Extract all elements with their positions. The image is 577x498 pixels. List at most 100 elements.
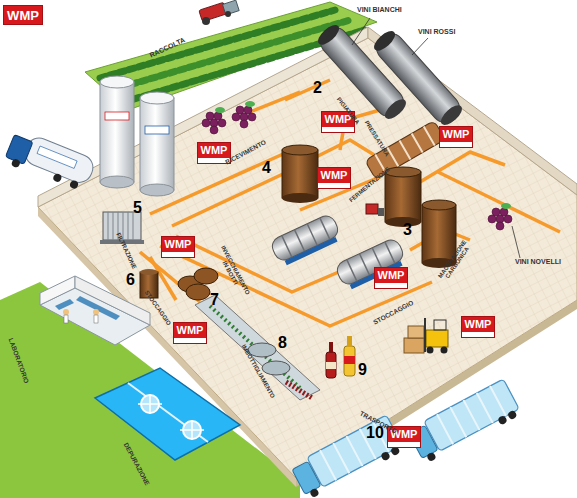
tanker-truck <box>5 135 33 165</box>
delivery-truck <box>497 415 508 426</box>
wine-bottle <box>347 336 352 347</box>
tanker-truck <box>37 146 77 168</box>
wine-tank <box>385 167 421 177</box>
callout-number: 9 <box>358 362 367 379</box>
wall <box>38 27 368 207</box>
press <box>382 96 409 122</box>
silo <box>100 176 134 188</box>
laboratory <box>64 315 68 323</box>
tanker-truck <box>52 173 62 183</box>
press <box>315 22 342 48</box>
delivery-truck <box>424 379 519 451</box>
leader-line <box>352 18 370 45</box>
wine-tank <box>282 145 318 155</box>
delivery-truck <box>407 379 522 465</box>
badge-text: WMP <box>378 270 405 281</box>
forklift <box>404 338 424 353</box>
purification-pool <box>95 368 240 460</box>
bottling-line <box>210 306 300 388</box>
callout-number: 7 <box>210 292 219 309</box>
silo <box>140 92 174 104</box>
badge-text: WMP <box>177 325 204 336</box>
tanker-truck <box>11 158 21 168</box>
wine-type-label: VINI NOVELLI <box>515 258 561 265</box>
wmp-badge: WMP <box>375 268 407 288</box>
silo <box>145 126 169 134</box>
delivery-truck <box>426 451 437 462</box>
delivery-truck <box>507 410 518 421</box>
wmp-badge: WMP <box>162 237 194 257</box>
leader-line <box>412 38 428 55</box>
silo <box>100 82 134 182</box>
grape-cluster <box>202 119 210 127</box>
laboratory <box>75 276 150 325</box>
rotary-fermenter <box>269 213 408 292</box>
press <box>371 28 465 128</box>
delivery-truck <box>309 487 320 498</box>
grape-cluster <box>214 112 222 120</box>
forklift <box>408 326 424 338</box>
grape-cluster <box>248 113 256 121</box>
process-pipe <box>420 152 505 182</box>
tanker-truck <box>3 128 97 195</box>
wine-tank <box>385 172 421 222</box>
delivery-truck <box>437 386 506 444</box>
grape-cluster <box>210 126 218 134</box>
brand-logo: WMP <box>4 6 42 24</box>
tractor <box>202 17 210 25</box>
control-unit <box>378 208 384 216</box>
badge-text: WMP <box>465 319 492 330</box>
floor <box>38 38 577 487</box>
tractor <box>199 0 239 25</box>
laboratory <box>94 315 98 323</box>
forklift <box>424 318 426 352</box>
control-unit <box>366 204 384 216</box>
grape-cluster <box>504 215 512 223</box>
barrel <box>194 268 218 284</box>
destemmer-drum <box>365 120 445 179</box>
delivery-truck <box>290 379 522 498</box>
callout-number: 5 <box>133 200 142 217</box>
purification-pool <box>95 368 240 460</box>
grape-cluster <box>488 215 496 223</box>
tanker-truck <box>21 134 96 186</box>
barrel <box>186 284 210 300</box>
rotary-fermenter <box>269 213 343 268</box>
tanker-truck <box>69 179 79 189</box>
purification-pool <box>128 383 208 442</box>
delivery-truck <box>380 451 391 462</box>
grape-leaf <box>215 107 225 113</box>
grape-cluster <box>218 119 226 127</box>
grape-cluster <box>232 113 240 121</box>
forklift <box>426 330 448 347</box>
control-unit <box>366 204 378 214</box>
forklift <box>441 347 448 354</box>
floor <box>38 38 577 478</box>
callout-number: 2 <box>313 80 322 97</box>
tractor <box>225 11 231 17</box>
grape-cluster <box>500 208 508 216</box>
process-pipe <box>176 236 362 292</box>
badge-text: WMP <box>7 9 39 22</box>
grape-cluster <box>206 112 214 120</box>
laboratory <box>63 309 69 315</box>
wmp-badge: WMP <box>462 317 494 337</box>
wall <box>38 27 577 207</box>
forklift <box>434 320 446 330</box>
callout-number: 3 <box>403 222 412 239</box>
destemmer-drum <box>365 120 445 179</box>
badge-text: WMP <box>321 170 348 181</box>
wine-bottle <box>344 356 355 364</box>
silo <box>100 76 134 88</box>
wine-bottle <box>326 336 355 378</box>
wine-bottle <box>326 352 336 378</box>
grape-cluster <box>244 106 252 114</box>
callout-number: 4 <box>262 160 271 177</box>
forklift <box>427 347 434 354</box>
grape-cluster <box>492 208 500 216</box>
bottling-line <box>195 295 320 400</box>
wine-tank <box>282 193 318 203</box>
wine-bottle <box>329 342 333 353</box>
bottling-line <box>195 295 320 400</box>
